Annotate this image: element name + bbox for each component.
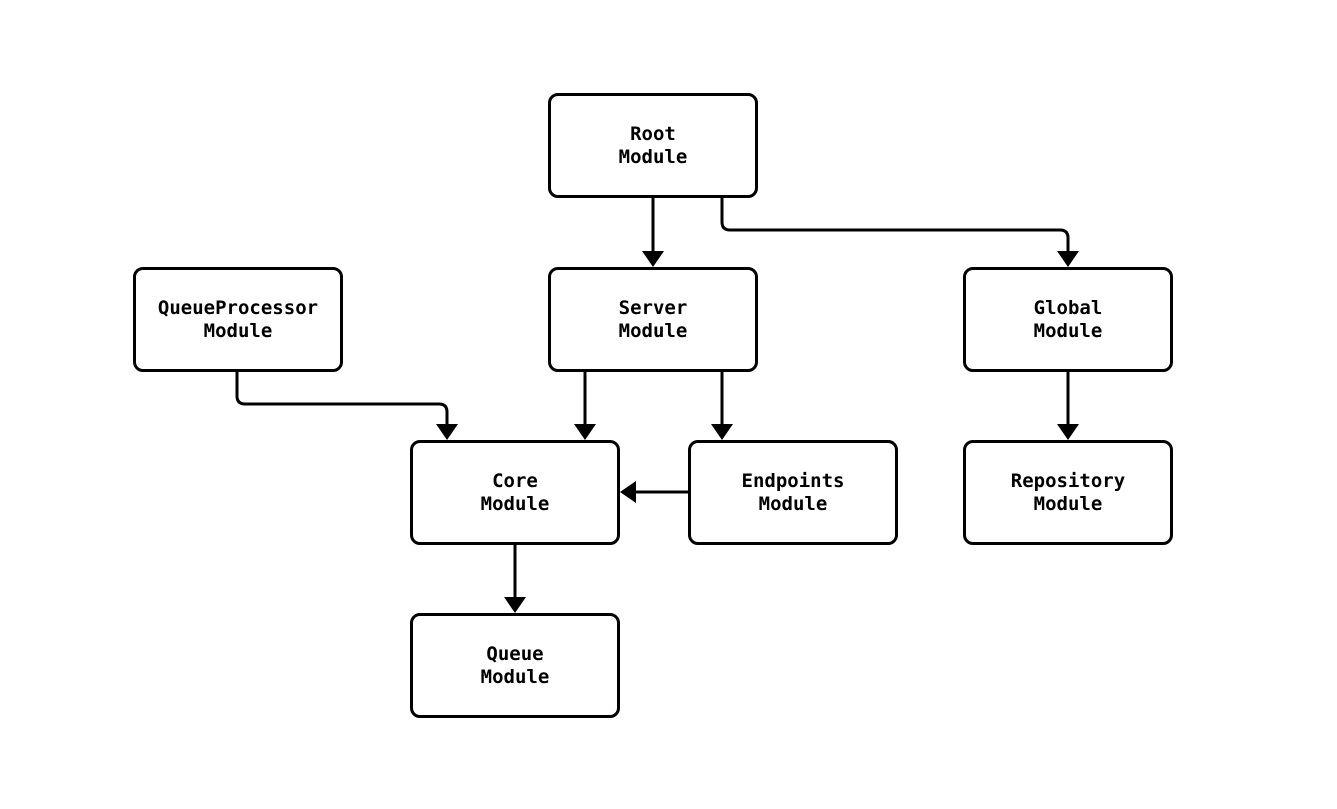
edge-server-to-core	[574, 372, 596, 440]
node-repository-module: Repository Module	[963, 440, 1173, 545]
node-endpoints-module: Endpoints Module	[688, 440, 898, 545]
edge-root-to-server	[642, 198, 664, 267]
edge-server-to-endpoints	[711, 372, 733, 440]
edge-global-to-repository	[1057, 372, 1079, 440]
node-root-module: Root Module	[548, 93, 758, 198]
node-core-module: Core Module	[410, 440, 620, 545]
node-queueprocessor-module: QueueProcessor Module	[133, 267, 343, 372]
edge-core-to-queue	[504, 545, 526, 613]
node-global-module: Global Module	[963, 267, 1173, 372]
edge-endpoints-to-core	[620, 481, 688, 503]
node-queue-module: Queue Module	[410, 613, 620, 718]
node-server-module: Server Module	[548, 267, 758, 372]
edge-root-to-global	[720, 198, 1079, 267]
edge-queueprocessor-to-core	[235, 372, 458, 440]
